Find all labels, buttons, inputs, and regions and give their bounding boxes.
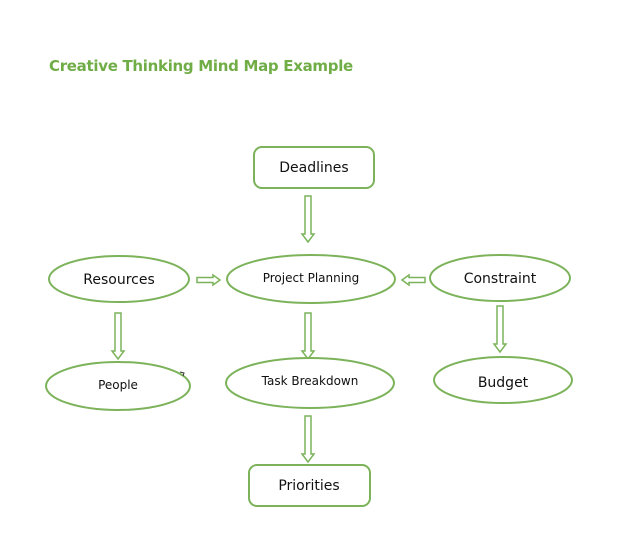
node-task-breakdown[interactable]: Task Breakdown [225,357,395,409]
node-resources-label: Resources [83,272,155,288]
node-constraint-label: Constraint [464,271,537,287]
arrow-constraint-to-planning [401,274,426,286]
node-project-planning-label: Project Planning [263,271,360,285]
node-resources[interactable]: Resources [48,255,190,303]
node-people[interactable]: People [45,361,191,411]
page-title: Creative Thinking Mind Map Example [49,57,353,75]
arrow-constraint-to-budget [493,305,507,353]
node-people-label: People [98,378,138,392]
node-priorities[interactable]: Priorities [248,464,371,507]
node-priorities-label: Priorities [278,478,339,494]
node-project-planning[interactable]: Project Planning [226,254,396,304]
arrow-resources-to-people [111,312,125,360]
stray-mark [179,371,185,377]
node-task-breakdown-label: Task Breakdown [261,374,359,388]
node-budget[interactable]: Budget [433,356,573,404]
arrow-tasks-to-priorities [301,415,315,463]
arrow-planning-to-tasks [301,312,315,360]
node-budget-label: Budget [478,375,529,391]
node-constraint[interactable]: Constraint [429,254,571,302]
node-deadlines[interactable]: Deadlines [253,146,375,189]
arrow-resources-to-planning [196,274,221,286]
arrow-deadlines-to-planning [301,195,315,243]
node-deadlines-label: Deadlines [279,160,348,176]
